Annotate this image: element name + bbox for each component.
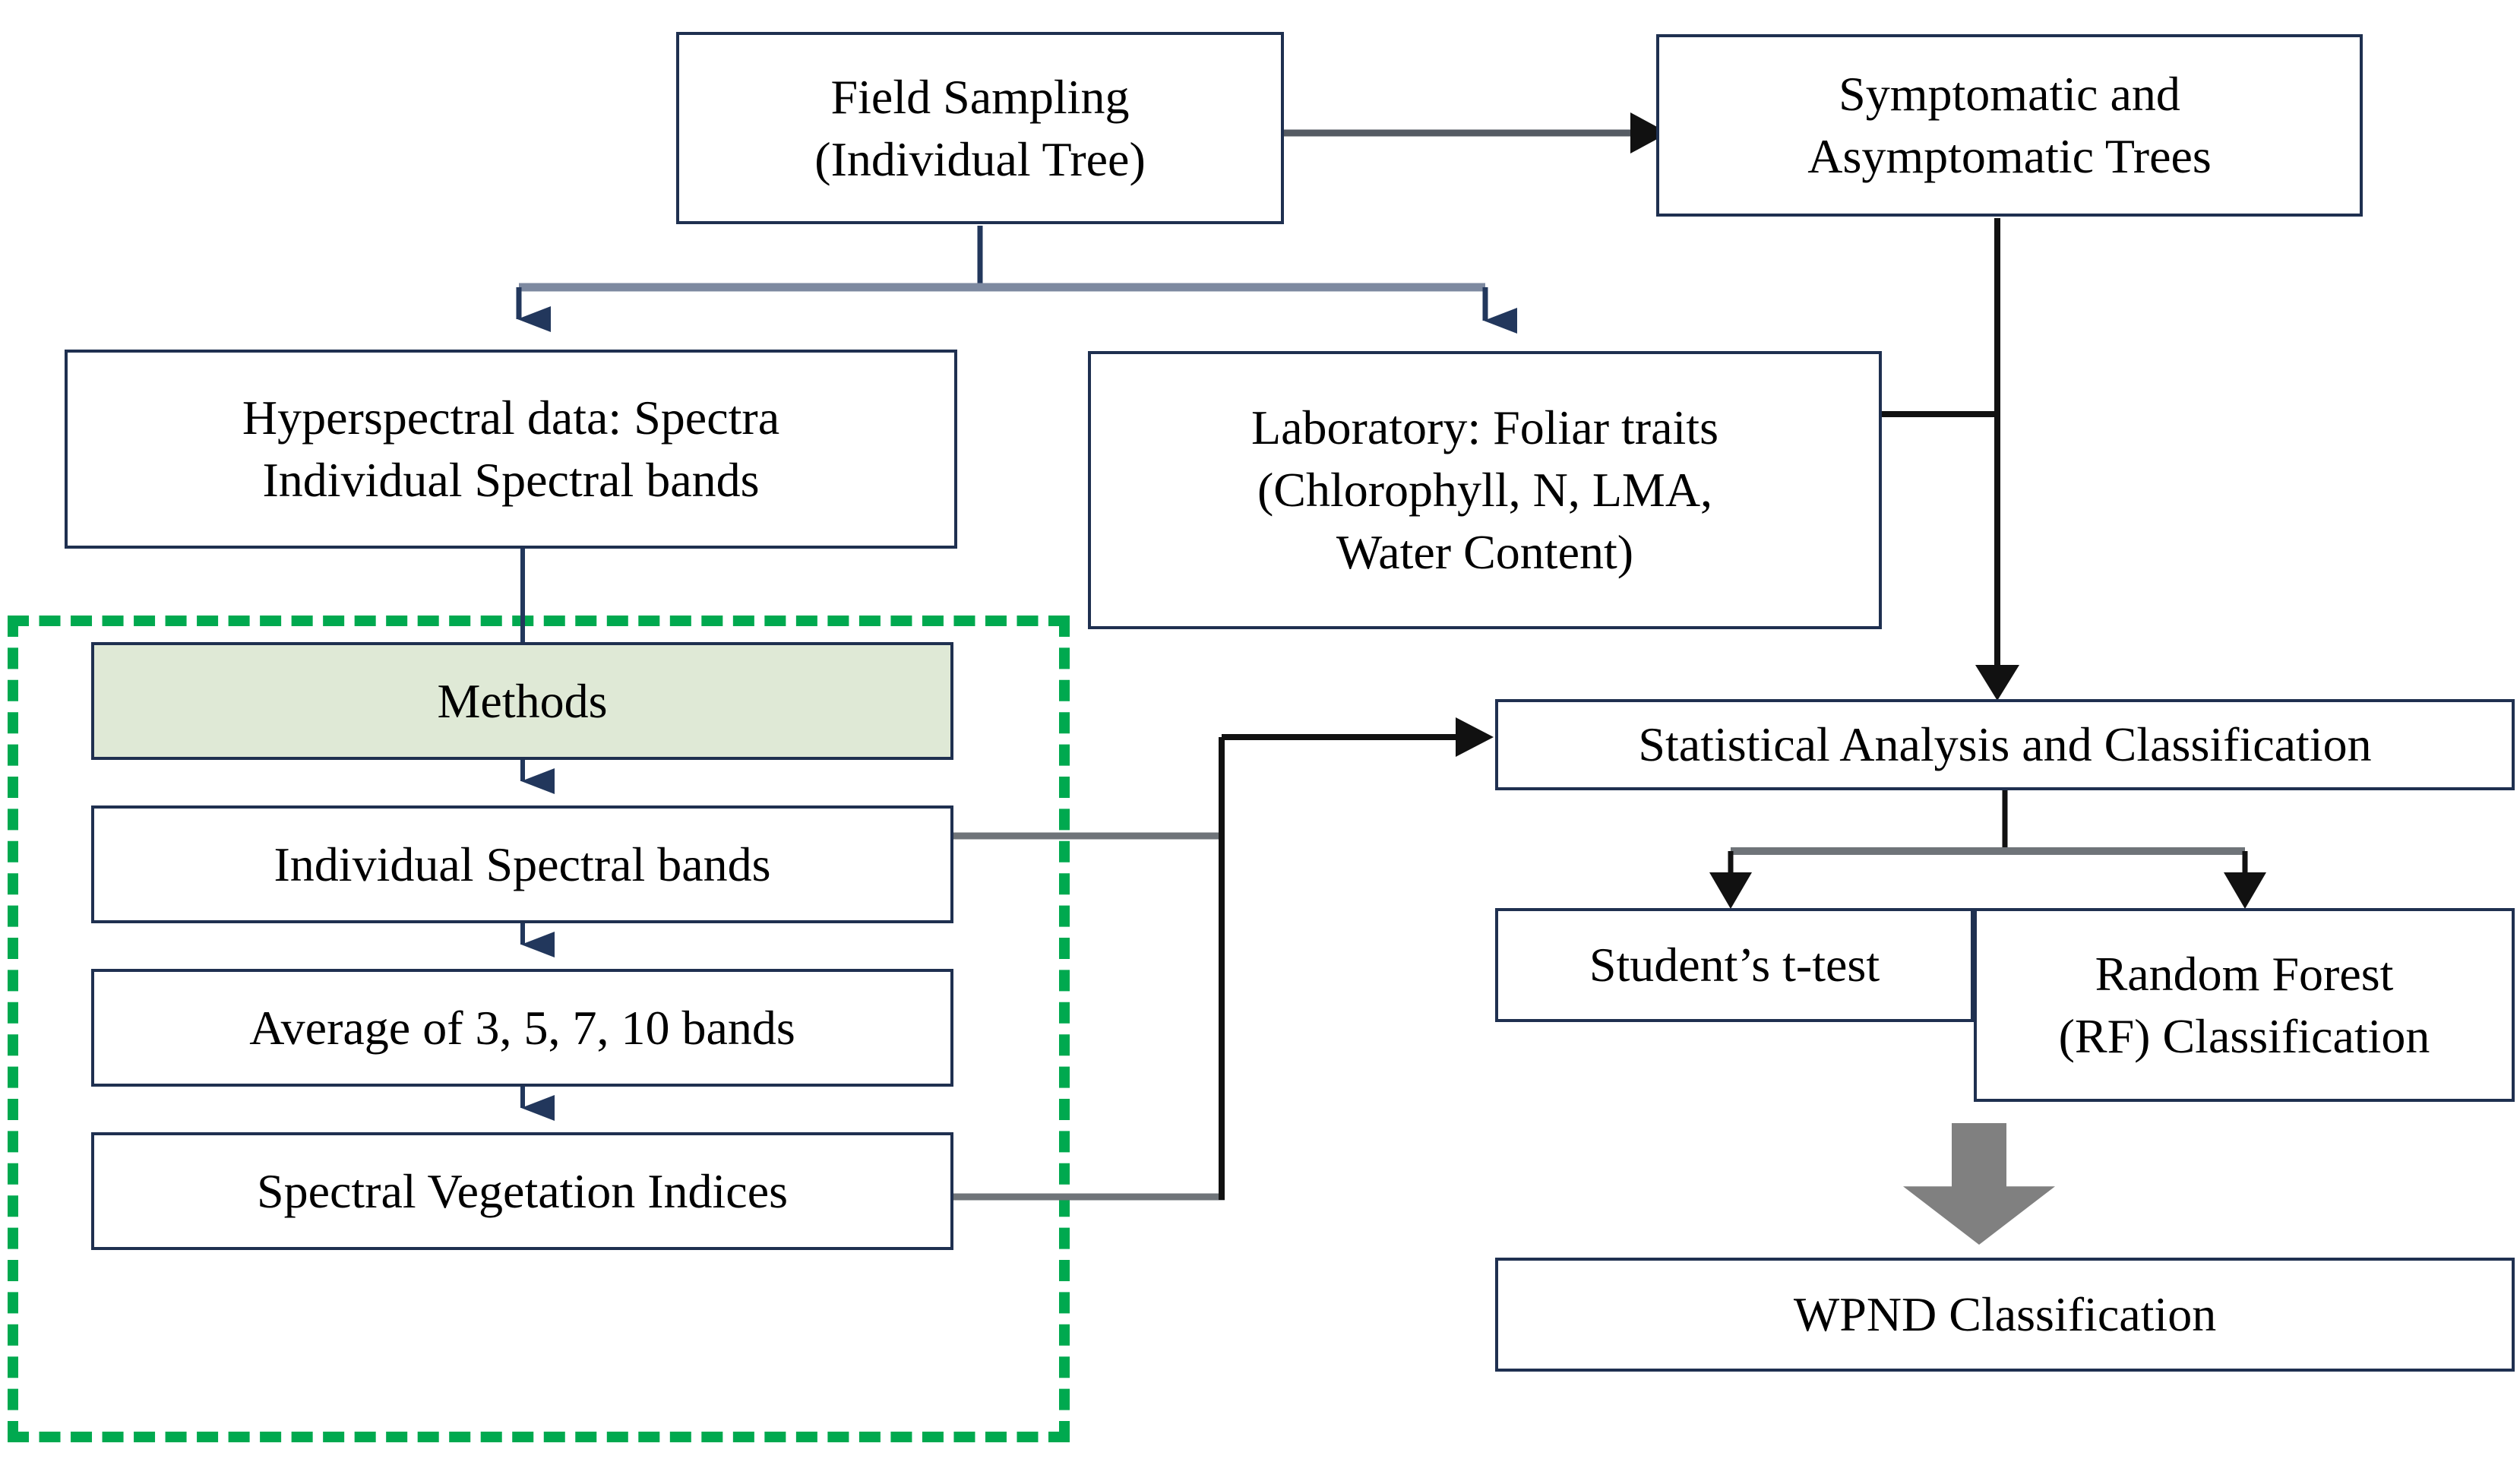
node-wpnd-classification[interactable]: WPND Classification	[1495, 1258, 2515, 1372]
edge-trunk-to-statistical	[1219, 717, 1494, 1200]
edge-field-split	[516, 226, 1517, 334]
node-field-sampling-label: Field Sampling (Individual Tree)	[814, 69, 1146, 186]
node-individual-spectral-bands[interactable]: Individual Spectral bands	[91, 805, 953, 923]
node-statistical-analysis-label: Statistical Analysis and Classification	[1638, 717, 2372, 772]
node-wpnd-classification-label: WPND Classification	[1793, 1287, 2217, 1342]
down-block-arrow	[1903, 1123, 2055, 1245]
node-spectral-vegetation-indices[interactable]: Spectral Vegetation Indices	[91, 1132, 953, 1250]
node-random-forest-label: Random Forest (RF) Classification	[2058, 946, 2430, 1063]
node-hyperspectral-data-label: Hyperspectral data: Spectra Individual S…	[242, 391, 780, 507]
methods-group-dashed-region	[8, 616, 1070, 1442]
node-hyperspectral-data[interactable]: Hyperspectral data: Spectra Individual S…	[65, 350, 957, 549]
node-individual-spectral-bands-label: Individual Spectral bands	[274, 837, 771, 891]
edge-symptomatic-to-statistical	[1975, 218, 2019, 701]
node-statistical-analysis[interactable]: Statistical Analysis and Classification	[1495, 699, 2515, 790]
node-laboratory-foliar-traits[interactable]: Laboratory: Foliar traits (Chlorophyll, …	[1088, 351, 1882, 629]
node-methods-label: Methods	[437, 673, 608, 728]
edge-field-to-symptomatic	[1284, 112, 1668, 153]
node-average-bands-label: Average of 3, 5, 7, 10 bands	[249, 1000, 795, 1055]
node-average-bands[interactable]: Average of 3, 5, 7, 10 bands	[91, 969, 953, 1087]
node-students-t-test[interactable]: Student’s t-test	[1495, 908, 1974, 1022]
node-random-forest[interactable]: Random Forest (RF) Classification	[1974, 908, 2515, 1102]
node-symptomatic-trees-label: Symptomatic and Asymptomatic Trees	[1807, 67, 2212, 183]
node-symptomatic-trees[interactable]: Symptomatic and Asymptomatic Trees	[1656, 34, 2363, 217]
node-spectral-vegetation-indices-label: Spectral Vegetation Indices	[256, 1163, 789, 1218]
node-laboratory-foliar-traits-label: Laboratory: Foliar traits (Chlorophyll, …	[1251, 400, 1718, 579]
edge-statistical-split	[1709, 790, 2266, 909]
node-field-sampling[interactable]: Field Sampling (Individual Tree)	[676, 32, 1284, 224]
node-methods[interactable]: Methods	[91, 642, 953, 760]
node-students-t-test-label: Student’s t-test	[1589, 938, 1880, 992]
